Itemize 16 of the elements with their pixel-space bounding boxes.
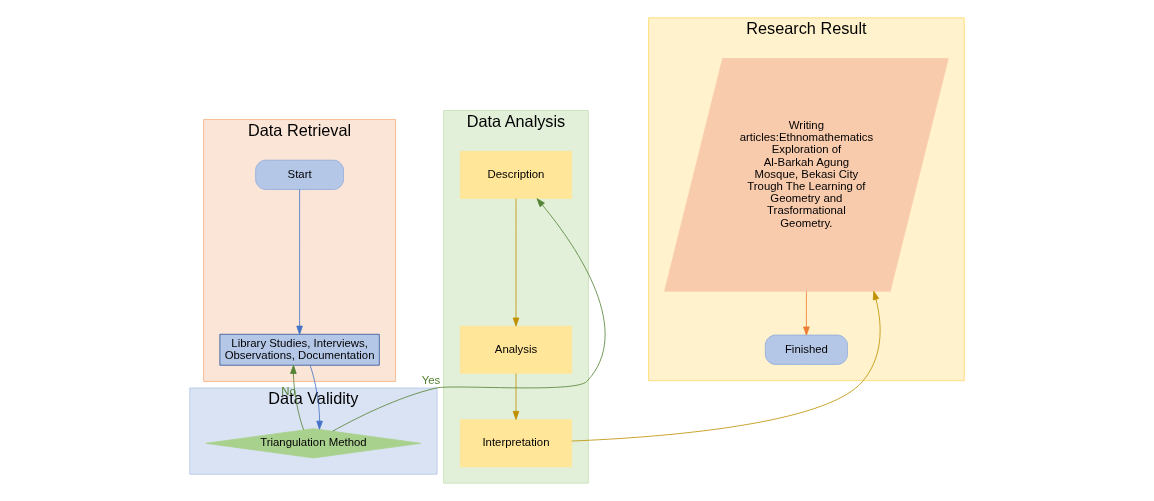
node-box: Library Studies, Interviews, Observations, Documentation — [219, 333, 380, 366]
arrow — [512, 373, 520, 420]
arrow — [290, 364, 305, 431]
arrow — [512, 198, 520, 327]
arrow — [296, 189, 303, 335]
node-box: Analysis — [459, 325, 573, 374]
node-box: Finished — [764, 334, 848, 365]
edge-label: Yes — [421, 374, 441, 387]
arrow — [309, 364, 323, 430]
node-diamond: Triangulation Method — [205, 428, 422, 459]
arrow — [803, 290, 810, 336]
arrow — [571, 290, 881, 442]
node-box: Interpretation — [459, 419, 573, 468]
arrow — [332, 198, 606, 432]
node-box: Description — [459, 150, 573, 199]
node-box: Start — [255, 159, 344, 190]
